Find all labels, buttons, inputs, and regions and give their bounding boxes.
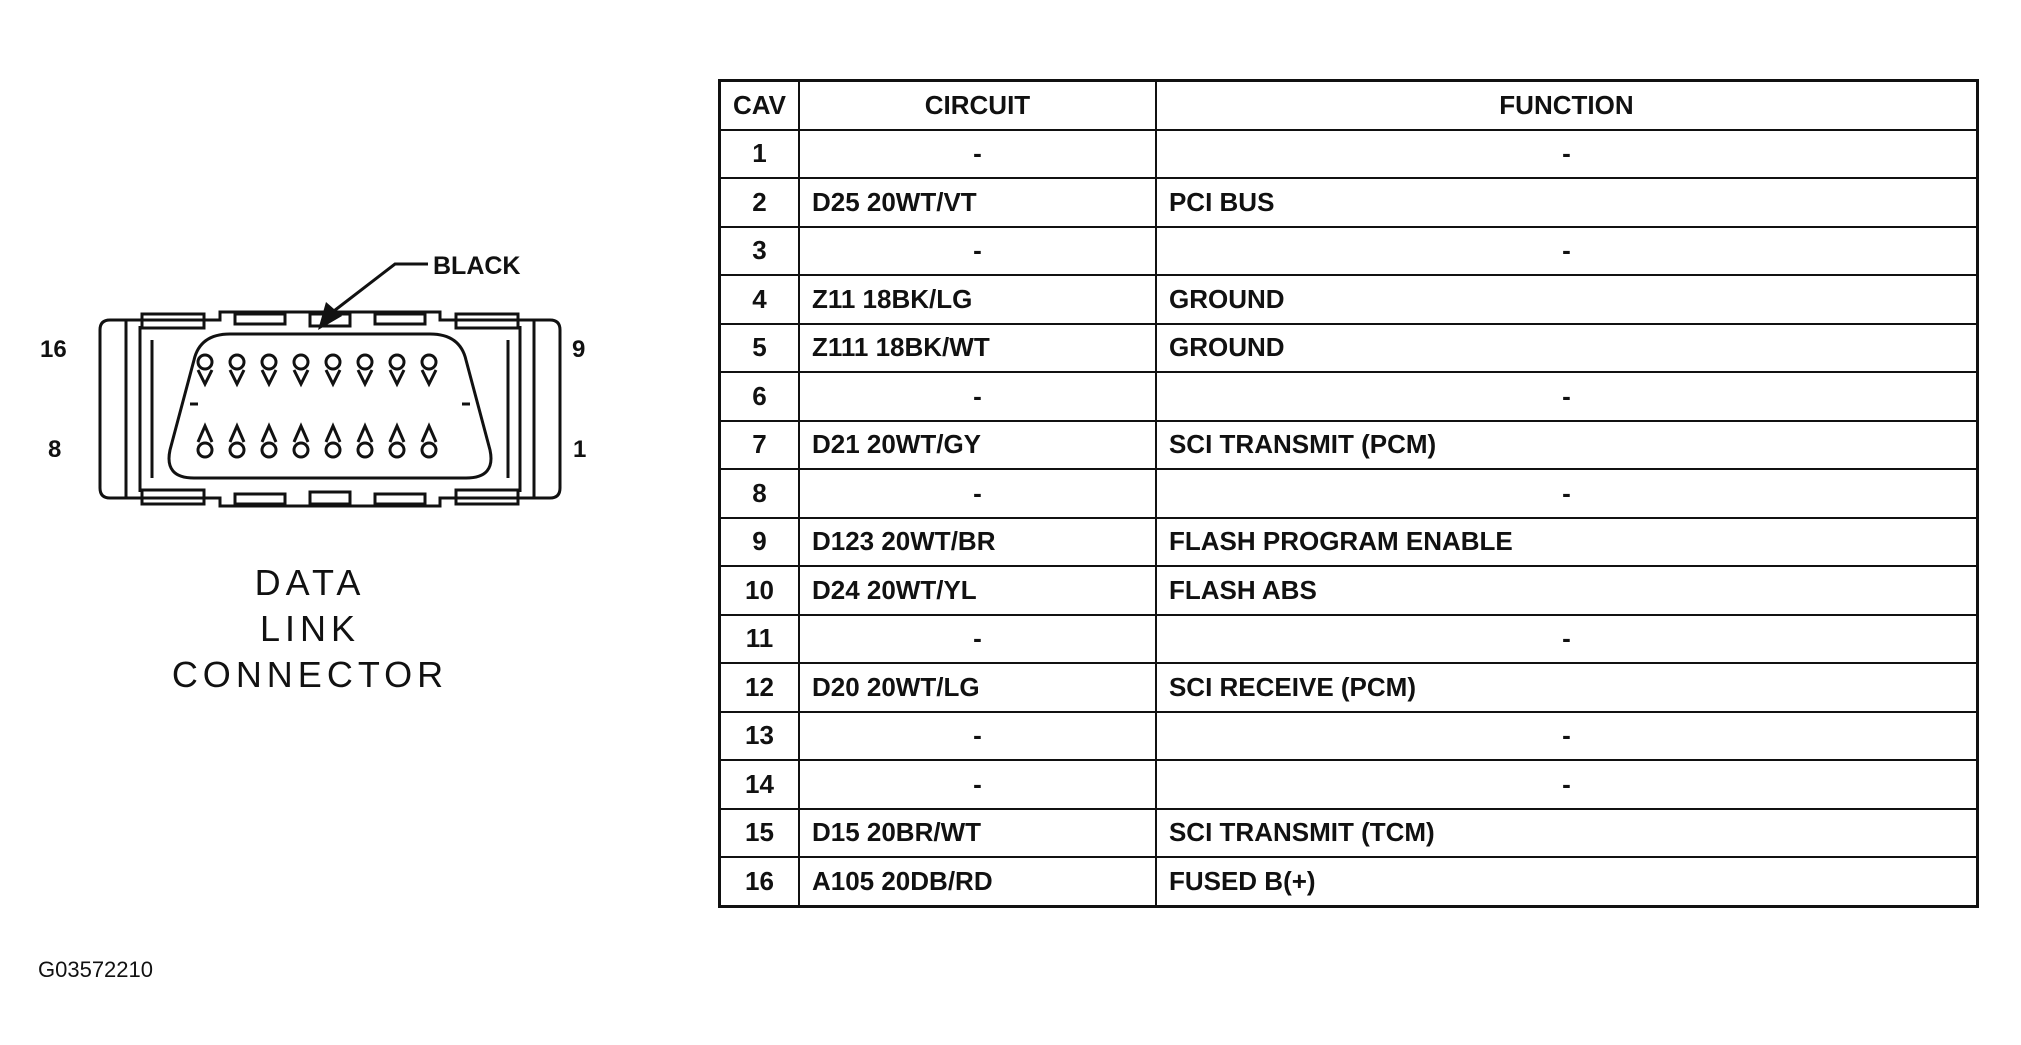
table-row: 5 Z111 18BK/WT GROUND [718,322,1979,373]
pinout-table: CAV CIRCUIT FUNCTION 1 - - 2 D25 20WT/VT… [718,79,1979,908]
right-latch-top [454,312,520,330]
top-rib-left [233,312,287,326]
table-row: 1 - - [718,128,1979,179]
table-row: 10 D24 20WT/YL FLASH ABS [718,565,1979,616]
circuit-cell: - [797,128,1157,179]
function-cell: - [1154,613,1979,664]
cav-cell: 5 [718,322,800,373]
cav-cell: 16 [718,856,800,907]
connector-title: DATA LINK CONNECTOR [160,560,460,698]
function-cell: SCI TRANSMIT (TCM) [1154,807,1979,858]
circuit-cell: A105 20DB/RD [797,856,1157,907]
callout-arrowhead [318,302,342,330]
connector-title-line-2: LINK [259,608,361,649]
bottom-key [308,490,352,506]
table-row: 6 - - [718,371,1979,422]
cav-cell: 7 [718,419,800,470]
header-function: FUNCTION [1154,79,1979,131]
cav-cell: 8 [718,468,800,519]
table-row: 9 D123 20WT/BR FLASH PROGRAM ENABLE [718,516,1979,567]
table-row: 16 A105 20DB/RD FUSED B(+) [718,856,1979,907]
circuit-cell: D15 20BR/WT [797,807,1157,858]
data-link-connector-drawing [98,262,562,508]
cav-cell: 11 [718,613,800,664]
circuit-cell: - [797,613,1157,664]
bottom-pin-row [196,422,438,459]
table-row: 4 Z11 18BK/LG GROUND [718,274,1979,325]
header-circuit: CIRCUIT [797,79,1157,131]
top-key [308,312,352,328]
right-latch-bottom [454,488,520,506]
cav-cell: 15 [718,807,800,858]
pin-label-8: 8 [48,436,62,463]
circuit-cell: - [797,759,1157,810]
circuit-cell: D24 20WT/YL [797,565,1157,616]
connector-face [167,332,493,480]
cav-cell: 10 [718,565,800,616]
function-cell: PCI BUS [1154,177,1979,228]
circuit-cell: D123 20WT/BR [797,516,1157,567]
cav-cell: 4 [718,274,800,325]
callout-label-black: BLACK [433,252,521,280]
function-cell: - [1154,371,1979,422]
circuit-cell: - [797,468,1157,519]
connector-outer-shell [98,310,562,508]
connector-title-line-1: DATA [254,562,366,603]
figure-id: G03572210 [38,957,153,982]
cav-cell: 14 [718,759,800,810]
function-cell: SCI TRANSMIT (PCM) [1154,419,1979,470]
pin-label-9: 9 [572,336,586,363]
header-cav: CAV [718,79,800,131]
circuit-cell: D25 20WT/VT [797,177,1157,228]
function-cell: - [1154,468,1979,519]
function-cell: SCI RECEIVE (PCM) [1154,662,1979,713]
cav-cell: 1 [718,128,800,179]
table-row: 3 - - [718,225,1979,276]
table-row: 14 - - [718,759,1979,810]
function-cell: GROUND [1154,274,1979,325]
circuit-cell: - [797,225,1157,276]
right-latch [506,320,536,498]
table-row: 7 D21 20WT/GY SCI TRANSMIT (PCM) [718,419,1979,470]
table-row: 13 - - [718,710,1979,761]
function-cell: GROUND [1154,322,1979,373]
function-cell: - [1154,225,1979,276]
bottom-rib-left [233,492,287,506]
function-cell: - [1154,128,1979,179]
table-header-row: CAV CIRCUIT FUNCTION [718,79,1979,131]
circuit-cell: D20 20WT/LG [797,662,1157,713]
cav-cell: 12 [718,662,800,713]
left-latch-bottom [140,488,206,506]
circuit-cell: Z11 18BK/LG [797,274,1157,325]
cav-cell: 2 [718,177,800,228]
cav-cell: 6 [718,371,800,422]
pin-label-1: 1 [573,436,587,463]
left-latch [124,320,154,498]
function-cell: FLASH PROGRAM ENABLE [1154,516,1979,567]
callout-leader-line [329,262,428,316]
top-pin-row [196,353,438,388]
function-cell: FUSED B(+) [1154,856,1979,907]
left-latch-top [140,312,206,330]
circuit-cell: - [797,371,1157,422]
table-row: 15 D15 20BR/WT SCI TRANSMIT (TCM) [718,807,1979,858]
function-cell: - [1154,710,1979,761]
cav-cell: 3 [718,225,800,276]
cav-cell: 9 [718,516,800,567]
table-row: 2 D25 20WT/VT PCI BUS [718,177,1979,228]
table-row: 8 - - [718,468,1979,519]
top-rib-right [373,312,427,326]
circuit-cell: D21 20WT/GY [797,419,1157,470]
connector-title-line-3: CONNECTOR [171,654,449,695]
cav-cell: 13 [718,710,800,761]
table-row: 12 D20 20WT/LG SCI RECEIVE (PCM) [718,662,1979,713]
circuit-cell: - [797,710,1157,761]
function-cell: - [1154,759,1979,810]
table-row: 11 - - [718,613,1979,664]
pin-label-16: 16 [40,336,67,363]
bottom-rib-right [373,492,427,506]
function-cell: FLASH ABS [1154,565,1979,616]
circuit-cell: Z111 18BK/WT [797,322,1157,373]
